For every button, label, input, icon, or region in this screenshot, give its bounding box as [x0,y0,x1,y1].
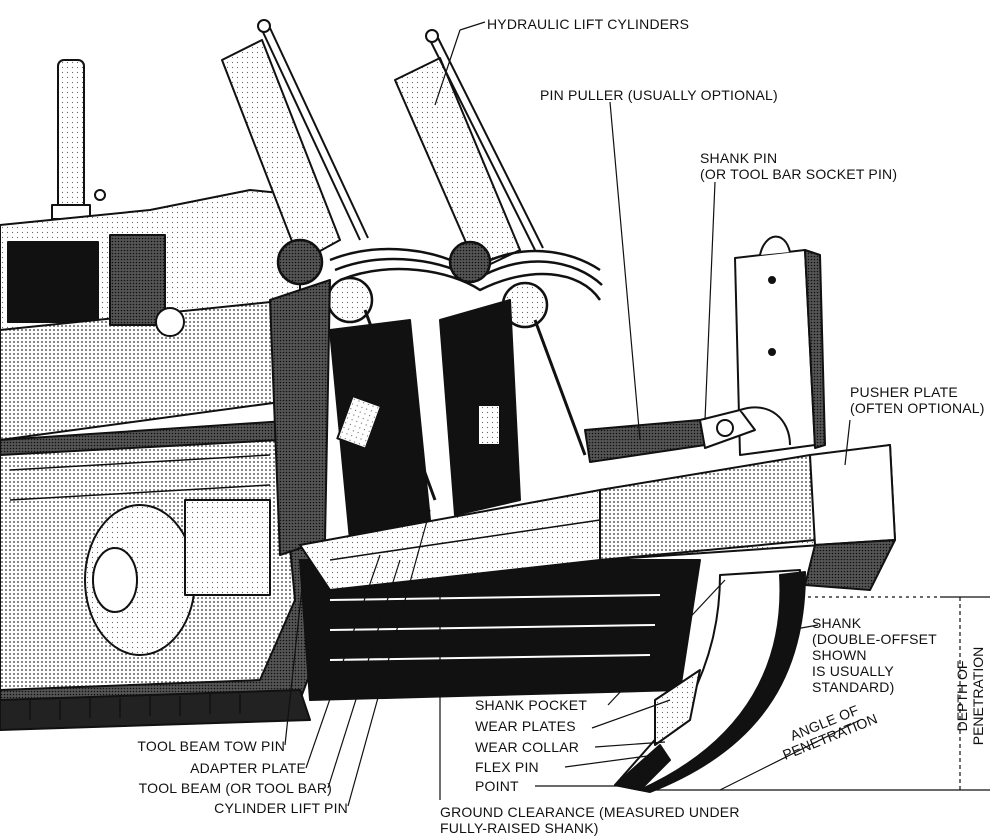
label-shank-line2: (DOUBLE-OFFSET [812,631,937,647]
cylinder-rods [363,309,587,501]
crawler-track [0,419,331,731]
label-depth-of-penetration: DEPTH OF PENETRATION [954,631,986,761]
label-pin-puller: PIN PULLER (USUALLY OPTIONAL) [540,87,778,103]
label-hydraulic-lift-cylinders: HYDRAULIC LIFT CYLINDERS [487,16,690,32]
label-wear-plates: WEAR PLATES [475,718,576,734]
label-shank-line5: STANDARD) [812,679,895,695]
track-grousers [299,559,701,701]
label-adapter-plate: ADAPTER PLATE [190,760,306,776]
label-shank-pocket: SHANK POCKET [475,697,588,713]
shank [614,569,806,793]
label-shank-pin-line2: (OR TOOL BAR SOCKET PIN) [700,166,898,182]
leader-lines [284,21,990,807]
label-depth-line2: PENETRATION [970,646,986,746]
label-ground-clearance-line2: FULLY-RAISED SHANK) [440,820,599,836]
label-shank-line1: SHANK [812,615,862,631]
hydraulic-hoses [276,238,603,329]
exhaust-stack [51,59,91,221]
hydraulic-cylinder-left [221,19,369,263]
label-flex-pin: FLEX PIN [475,759,539,775]
label-shank-line4: IS USUALLY [812,663,894,679]
pusher-plate [734,235,826,456]
label-pusher-plate-line2: (OFTEN OPTIONAL) [850,400,985,416]
label-ground-clearance-line1: GROUND CLEARANCE (MEASURED UNDER [440,804,740,820]
label-shank: SHANK (DOUBLE-OFFSET SHOWN IS USUALLY ST… [812,615,937,695]
label-tool-beam-tow-pin: TOOL BEAM TOW PIN [137,738,285,754]
label-cylinder-lift-pin: CYLINDER LIFT PIN [214,800,348,816]
label-point: POINT [475,778,519,794]
tractor-body [0,189,301,441]
pin-puller [584,406,791,463]
ripper-frame-links [269,279,521,556]
label-ground-clearance: GROUND CLEARANCE (MEASURED UNDER FULLY-R… [440,804,740,836]
label-pusher-plate-line1: PUSHER PLATE [850,384,958,400]
label-shank-pin: SHANK PIN (OR TOOL BAR SOCKET PIN) [700,150,897,182]
hydraulic-cylinder-right [394,29,544,271]
label-tool-beam: TOOL BEAM (OR TOOL BAR) [138,780,332,796]
tool-beam [299,444,896,591]
label-wear-collar: WEAR COLLAR [475,739,580,755]
label-pusher-plate: PUSHER PLATE (OFTEN OPTIONAL) [850,384,985,416]
label-depth-line1: DEPTH OF [954,660,970,732]
label-shank-line3: SHOWN [812,647,867,663]
label-shank-pin-line1: SHANK PIN [700,150,778,166]
